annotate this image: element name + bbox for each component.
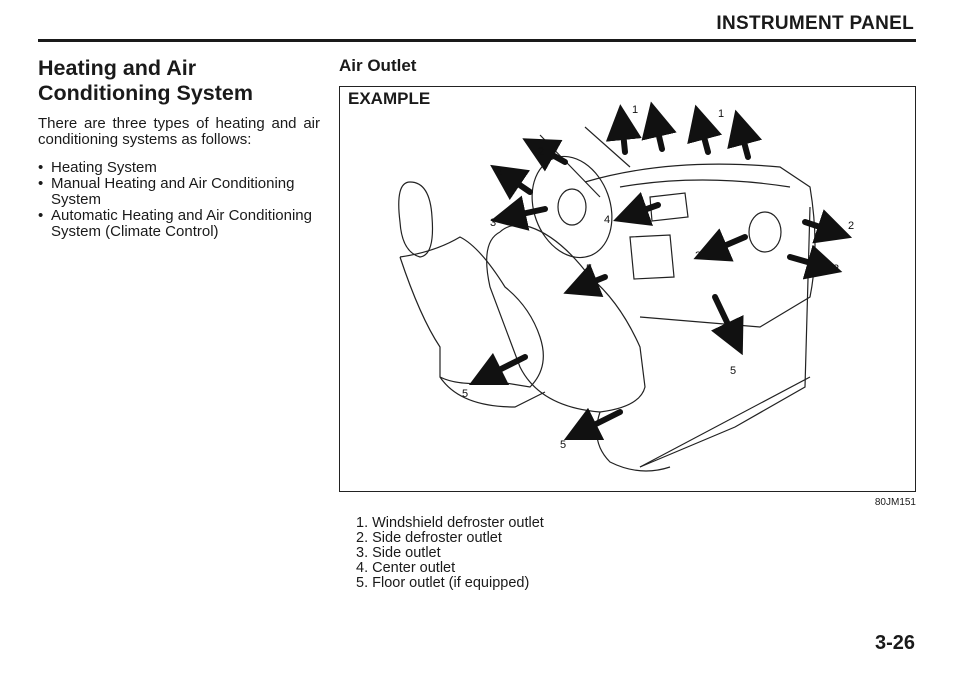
airflow-arrow-1 [687, 104, 723, 155]
list-item: Heating System [38, 160, 320, 177]
outlet-legend: 1. Windshield defroster outlet 2. Side d… [356, 516, 544, 591]
callout-label: 1 [718, 108, 724, 120]
windshield-line [539, 134, 601, 198]
callout-label: 3 [490, 217, 496, 229]
subsection-title: Air Outlet [339, 56, 417, 75]
passenger-seat [486, 224, 646, 413]
callout-label: 1 [632, 104, 638, 116]
legend-item: 5. Floor outlet (if equipped) [356, 575, 530, 591]
steering-hub [557, 188, 587, 226]
dashboard-outline [584, 163, 816, 328]
airflow-arrow-2 [802, 209, 853, 244]
callout-label: 3 [695, 250, 701, 262]
airflow-arrow-5 [468, 352, 528, 386]
callout-label: 5 [560, 439, 566, 451]
legend-item: 1. Windshield defroster outlet [356, 515, 544, 531]
figure-code: 80JM151 [874, 497, 916, 508]
callout-label: 5 [730, 365, 736, 377]
airflow-arrow-3 [693, 228, 748, 262]
airflow-arrow-5 [563, 263, 608, 298]
page-number: 3-26 [874, 632, 915, 654]
airflow-arrow-3 [490, 195, 548, 231]
legend-item: 2. Side defroster outlet [356, 530, 502, 546]
section-title: Heating and Air Conditioning System [38, 56, 253, 105]
windshield-line [584, 126, 631, 168]
callout-label: 2 [496, 166, 502, 178]
airflow-arrow-5 [563, 407, 623, 441]
header-rule [38, 39, 916, 42]
figure-example-label: EXAMPLE [348, 89, 431, 108]
airflow-arrow-1 [605, 104, 642, 155]
floor-line [639, 376, 811, 468]
steering-wheel [531, 155, 613, 259]
left-column: Heating and Air Conditioning System Ther… [38, 56, 320, 240]
airflow-arrow-5 [711, 294, 744, 356]
airflow-arrow-2 [522, 138, 568, 172]
car-interior-illustration: 1 1 2 2 2 2 3 3 4 5 5 5 5 [398, 101, 854, 472]
airflow-arrow-1 [727, 109, 763, 160]
airflow-arrow-2 [787, 244, 843, 280]
callout-label: 2 [538, 146, 544, 158]
callout-label: 2 [848, 220, 854, 232]
page-header-title: INSTRUMENT PANEL [716, 13, 914, 34]
airflow-arrow-1 [641, 101, 677, 152]
headrest-driver [398, 181, 434, 258]
legend-item: 4. Center outlet [356, 560, 456, 576]
callout-label: 5 [586, 263, 592, 275]
driver-seat-base [439, 376, 546, 408]
system-types-list: Heating System Manual Heating and Air Co… [38, 160, 320, 240]
callout-label: 2 [833, 263, 839, 275]
list-item: Manual Heating and Air Conditioning Syst… [38, 176, 320, 208]
center-console [629, 234, 675, 280]
intro-paragraph: There are three types of heating and air… [38, 115, 320, 148]
callout-label: 4 [604, 214, 610, 226]
door-line [639, 206, 811, 468]
air-outlet-figure: EXAMPLE [339, 86, 916, 492]
dash-top-line [619, 179, 791, 188]
driver-seat [399, 236, 544, 388]
callout-label: 5 [462, 388, 468, 400]
side-vent-right [748, 211, 782, 253]
legend-item: 3. Side outlet [356, 545, 441, 561]
airflow-arrow-4 [613, 191, 661, 226]
list-item: Automatic Heating and Air Conditioning S… [38, 208, 320, 240]
airflow-arrow-2 [490, 164, 533, 201]
